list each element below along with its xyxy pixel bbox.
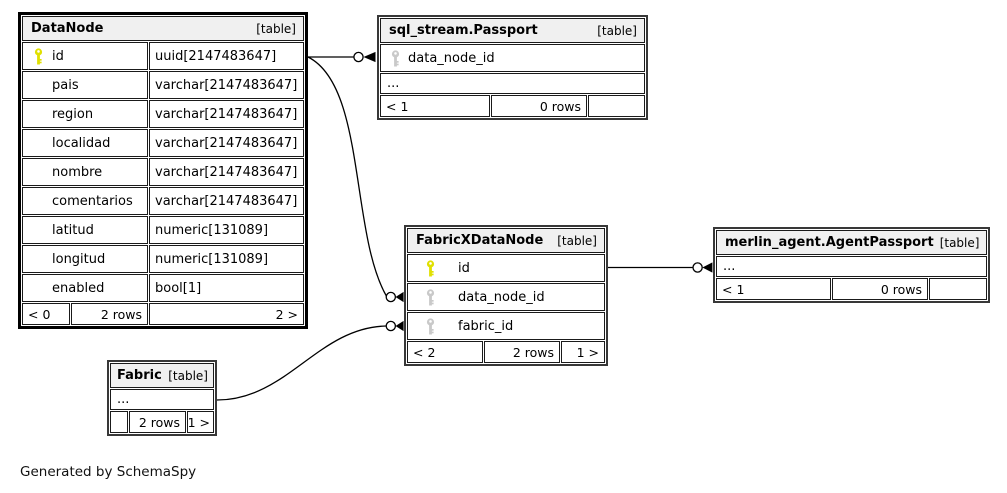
table-fabric[interactable]: Fabric [table] ... 2 rows 1 > — [107, 360, 217, 436]
column-name: pais — [52, 77, 79, 93]
table-header: sql_stream.Passport [table] — [380, 18, 645, 43]
column-name: nombre — [52, 164, 103, 180]
table-datanode[interactable]: DataNode [table] id uuid[2147483647] pai… — [18, 12, 308, 329]
column-name: data_node_id — [458, 289, 545, 305]
table-title[interactable]: FabricXDataNode — [416, 233, 544, 248]
table-merlin-agent-agentpassport[interactable]: merlin_agent.AgentPassport [table] ... <… — [713, 227, 990, 303]
table-type-badge: [table] — [168, 368, 208, 383]
table-title[interactable]: sql_stream.Passport — [389, 23, 538, 38]
column-row-longitud: longitud numeric[131089] — [22, 245, 304, 273]
column-type: uuid[2147483647] — [155, 48, 277, 64]
rel-fabric-to-fabricxdatanode — [216, 320, 404, 401]
column-row-enabled: enabled bool[1] — [22, 274, 304, 302]
footer-children: 1 > — [187, 411, 214, 433]
table-header: merlin_agent.AgentPassport [table] — [716, 230, 987, 255]
column-name: longitud — [52, 251, 106, 267]
footer-children: 1 > — [561, 341, 605, 363]
ellipsis-row: ... — [110, 389, 214, 410]
column-row-data-node-id: data_node_id — [380, 44, 645, 72]
footer-children — [588, 95, 645, 117]
table-fabricxdatanode[interactable]: FabricXDataNode [table] id data_node_id … — [404, 225, 608, 366]
column-row-fabric-id: fabric_id — [407, 312, 605, 340]
column-name: enabled — [52, 280, 105, 296]
column-row-data-node-id: data_node_id — [407, 283, 605, 311]
column-row-nombre: nombre varchar[2147483647] — [22, 158, 304, 186]
footer-rowcount: 2 rows — [71, 303, 148, 325]
column-type: numeric[131089] — [155, 222, 269, 238]
column-row-localidad: localidad varchar[2147483647] — [22, 129, 304, 157]
table-footer: 2 rows 1 > — [110, 411, 214, 433]
column-type: varchar[2147483647] — [155, 135, 298, 151]
footer-parents: < 0 — [22, 303, 70, 325]
column-type: varchar[2147483647] — [155, 193, 298, 209]
column-row-comentarios: comentarios varchar[2147483647] — [22, 187, 304, 215]
footer-parents: < 1 — [716, 278, 831, 300]
column-type: numeric[131089] — [155, 251, 269, 267]
footer-rowcount: 2 rows — [129, 411, 186, 433]
ellipsis-row: ... — [716, 256, 987, 277]
column-type: varchar[2147483647] — [155, 106, 298, 122]
footer-children — [929, 278, 987, 300]
column-name: data_node_id — [408, 50, 495, 66]
column-name: localidad — [52, 135, 111, 151]
primary-key-icon — [425, 259, 436, 277]
table-header: Fabric [table] — [110, 363, 214, 388]
column-name: fabric_id — [458, 318, 514, 334]
column-row-latitud: latitud numeric[131089] — [22, 216, 304, 244]
column-type: varchar[2147483647] — [155, 164, 298, 180]
table-type-badge: [table] — [597, 23, 637, 38]
rel-datanode-to-passport — [308, 51, 376, 63]
column-name: id — [458, 260, 470, 276]
footer-parents: < 2 — [407, 341, 483, 363]
footer-rowcount: 0 rows — [491, 95, 587, 117]
column-name: comentarios — [52, 193, 133, 209]
column-type: varchar[2147483647] — [155, 77, 298, 93]
generated-by-note: Generated by SchemaSpy — [20, 464, 197, 480]
table-footer: < 0 2 rows 2 > — [22, 303, 304, 325]
table-header: FabricXDataNode [table] — [407, 228, 605, 253]
column-row-pais: pais varchar[2147483647] — [22, 71, 304, 99]
table-header: DataNode [table] — [22, 16, 304, 41]
table-title[interactable]: merlin_agent.AgentPassport — [725, 235, 934, 250]
column-row-region: region varchar[2147483647] — [22, 100, 304, 128]
table-type-badge: [table] — [939, 235, 980, 250]
foreign-key-icon — [425, 317, 436, 335]
table-title[interactable]: Fabric — [117, 368, 162, 383]
rel-fabricxdatanode-to-agentpassport — [608, 262, 713, 273]
table-type-badge: [table] — [557, 233, 597, 248]
column-type: bool[1] — [155, 280, 202, 296]
column-name: latitud — [52, 222, 94, 238]
primary-key-icon — [33, 47, 44, 65]
ellipsis-row: ... — [380, 73, 645, 94]
table-footer: < 1 0 rows — [380, 95, 645, 117]
table-title[interactable]: DataNode — [31, 21, 104, 36]
more-columns-indicator: ... — [716, 256, 987, 277]
column-row-id: id — [407, 254, 605, 282]
footer-rowcount: 0 rows — [832, 278, 928, 300]
more-columns-indicator: ... — [110, 389, 214, 410]
footer-parents — [110, 411, 128, 433]
column-name: region — [52, 106, 94, 122]
footer-parents: < 1 — [380, 95, 490, 117]
footer-children: 2 > — [149, 303, 304, 325]
foreign-key-icon — [425, 288, 436, 306]
foreign-key-icon — [390, 49, 401, 67]
more-columns-indicator: ... — [380, 73, 645, 94]
footer-rowcount: 2 rows — [484, 341, 560, 363]
table-sql-stream-passport[interactable]: sql_stream.Passport [table] data_node_id… — [377, 15, 648, 120]
column-name: id — [52, 48, 64, 64]
column-row-id: id uuid[2147483647] — [22, 42, 304, 70]
table-footer: < 2 2 rows 1 > — [407, 341, 605, 363]
table-footer: < 1 0 rows — [716, 278, 987, 300]
table-type-badge: [table] — [256, 21, 296, 36]
